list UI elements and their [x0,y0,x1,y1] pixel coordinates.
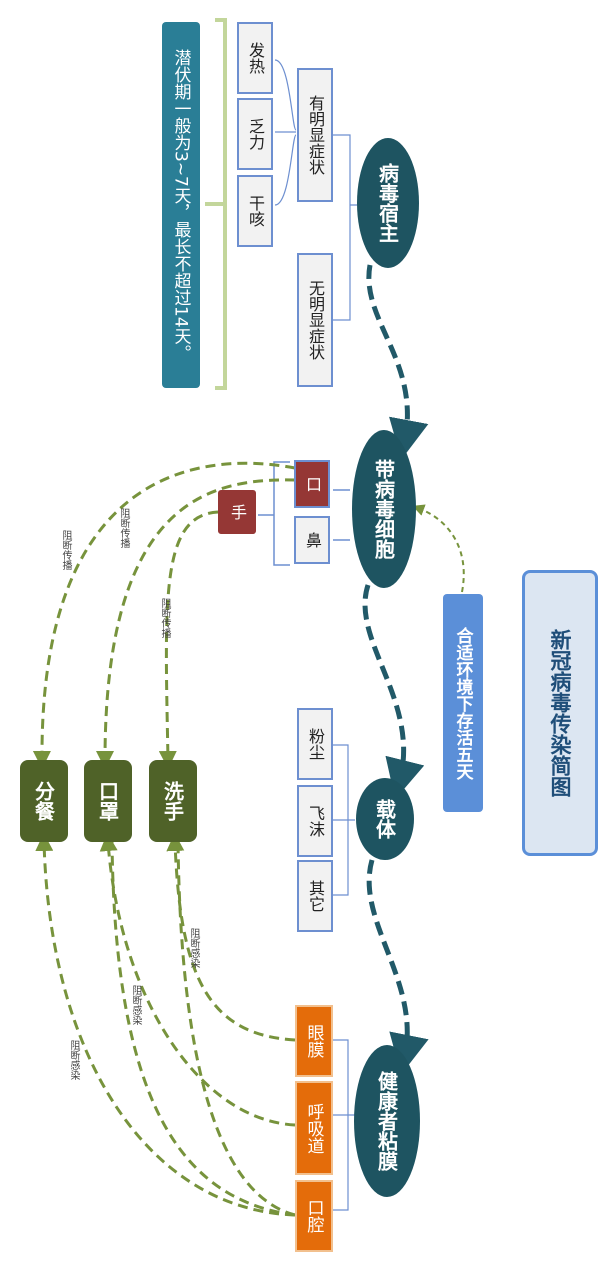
source-hand: 手 [218,490,256,534]
site-eye: 眼膜 [295,1005,333,1077]
measure-separate-meal: 分餐 [20,760,68,842]
edge-label-block-infection: 阻断感染 [130,985,141,1025]
vector-droplet: 飞沫 [297,785,333,857]
arrow-vector-to-mucosa [366,859,429,1075]
source-mouth: 口 [294,460,330,508]
edge-label-block-transmission: 阻断传播 [159,598,170,638]
arrow-cell-to-vector [362,584,425,800]
symptom-fever: 发热 [237,22,273,94]
arrow-mouth2-to-mask [110,841,296,1217]
arrow-hand-to-wash [158,510,219,769]
arrow-airway-to-mask [99,833,296,1127]
symptoms-bracket [274,59,297,206]
node-healthy-mucosa: 健康者粘膜 [354,1045,420,1197]
node-infected-cell: 带病毒细胞 [352,430,416,588]
vector-other: 其它 [297,860,333,932]
edge-label-block-infection: 阻断感染 [68,1040,79,1080]
vectors-bracket [333,744,355,896]
measure-mask: 口罩 [84,760,132,842]
symptom-fatigue: 乏力 [237,98,273,170]
edge-label-block-transmission: 阻断传播 [60,530,71,570]
incubation-note: 潜伏期一般为3~7天，最长不超过14天。 [162,22,200,388]
site-airway: 呼吸道 [295,1081,333,1175]
incubation-brace [205,18,227,390]
cell-sources-bracket [258,461,350,566]
edge-label-block-infection: 阻断感染 [188,928,199,968]
survival-note: 合适环境下存活五天 [443,594,483,812]
node-virus-host: 病毒宿主 [357,138,419,268]
edge-label-block-transmission: 阻断传播 [118,508,129,548]
arrow-mouth2-to-wash [176,841,296,1217]
arrow-survival-to-cell [412,504,465,593]
branch-symptomatic: 有明显症状 [297,68,333,202]
symptom-dry-cough: 干咳 [237,175,273,247]
site-mouth: 口腔 [295,1180,333,1252]
source-nose: 鼻 [294,516,330,564]
mucosa-bracket [332,1039,355,1211]
arrow-eye-to-wash [166,833,296,1042]
vector-dust: 粉尘 [297,708,333,780]
node-vector: 载体 [356,778,414,860]
host-branch-bracket [333,134,357,321]
arrow-host-to-cell [366,264,429,460]
arrow-mouth2-to-meal [35,833,296,1217]
diagram-title: 新冠病毒传染简图 [522,570,598,856]
branch-asymptomatic: 无明显症状 [297,253,333,387]
measure-wash-hands: 洗手 [149,760,197,842]
arrow-mouth-to-mask [96,478,296,769]
